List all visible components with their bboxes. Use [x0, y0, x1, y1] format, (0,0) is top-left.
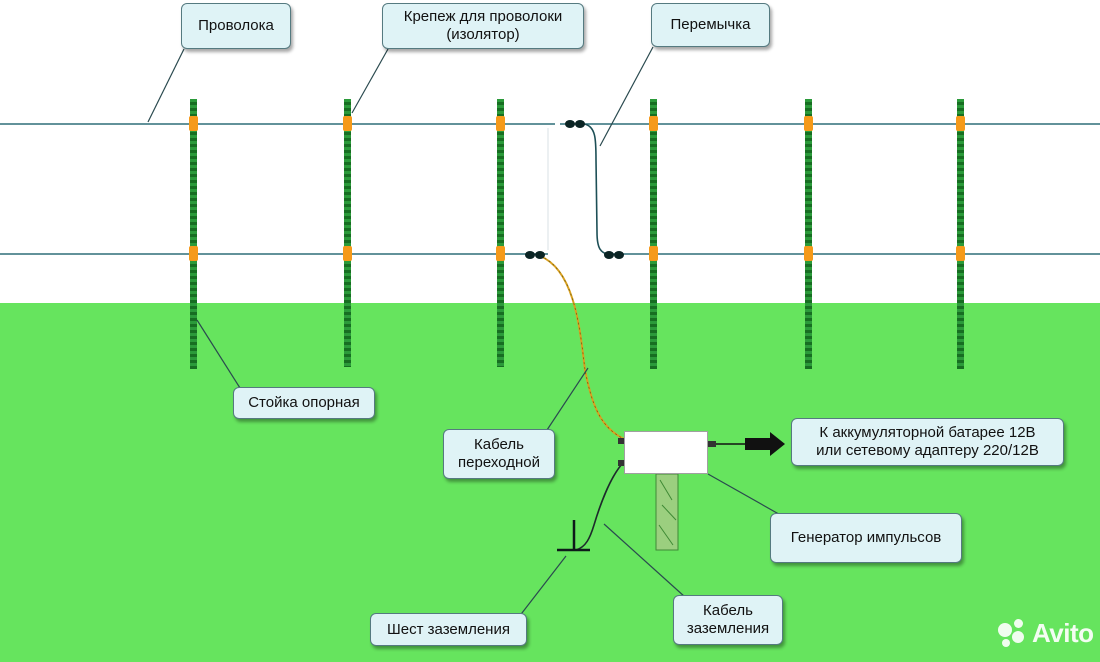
- insulator-icon: [649, 246, 658, 261]
- fence-post-icon: [343, 99, 352, 367]
- insulator-icon: [804, 246, 813, 261]
- leader-lines: [147, 46, 785, 623]
- callout-insulator-line1: Крепеж для проволоки: [403, 8, 563, 25]
- transition-cable-shade: [539, 255, 627, 441]
- insulator-icon: [496, 116, 505, 131]
- avito-logo-icon: [998, 618, 1028, 649]
- callout-pulse-generator-text: Генератор импульсов: [790, 529, 942, 546]
- callout-pulse-generator: Генератор импульсов: [770, 513, 962, 563]
- avito-watermark-text: Avito: [1032, 618, 1094, 648]
- insulator-icon: [343, 246, 352, 261]
- callout-support-post: Стойка опорная: [233, 387, 375, 419]
- callout-transition-cable: Кабель переходной: [443, 429, 555, 479]
- terminal-icon: [618, 460, 626, 466]
- clamp-icon: [604, 251, 624, 259]
- callout-support-post-text: Стойка опорная: [248, 394, 360, 411]
- callout-insulator: Крепеж для проволоки (изолятор): [382, 3, 584, 49]
- callout-battery: К аккумуляторной батарее 12В или сетевом…: [791, 418, 1064, 466]
- callout-wire-text: Проволока: [198, 17, 274, 34]
- callout-ground-cable-line2: заземления: [686, 620, 770, 637]
- callout-battery-line1: К аккумуляторной батарее 12В: [819, 424, 1036, 441]
- callout-jumper: Перемычка: [651, 3, 770, 47]
- jumper-cable: [583, 123, 613, 256]
- callout-wire: Проволока: [181, 3, 291, 49]
- callout-ground-rod: Шест заземления: [370, 613, 527, 646]
- grass-ground: [0, 303, 1100, 662]
- arrow-icon: [745, 432, 785, 456]
- fence-post-icon: [956, 99, 965, 369]
- generator-stake: [655, 473, 679, 551]
- fence-post-icon: [804, 99, 813, 369]
- callout-ground-cable: Кабель заземления: [673, 595, 783, 645]
- clamp-icon: [565, 120, 585, 128]
- callout-ground-rod-text: Шест заземления: [387, 620, 510, 638]
- terminal-icon: [707, 441, 716, 447]
- insulator-icon: [956, 116, 965, 131]
- insulator-icon: [649, 116, 658, 131]
- fence-post-icon: [496, 99, 505, 367]
- transition-cable: [539, 255, 627, 441]
- callout-battery-line2: или сетевому адаптеру 220/12В: [816, 442, 1039, 459]
- callout-insulator-line2: (изолятор): [446, 26, 520, 43]
- callout-transition-cable-line2: переходной: [458, 454, 540, 471]
- insulator-icon: [496, 246, 505, 261]
- ground-rod-icon: [557, 520, 590, 552]
- callout-ground-cable-line1: Кабель: [703, 602, 753, 619]
- insulator-icon: [189, 116, 198, 131]
- insulator-icon: [804, 116, 813, 131]
- insulator-icon: [189, 246, 198, 261]
- insulator-icon: [956, 246, 965, 261]
- ground-cable: [575, 463, 623, 551]
- avito-watermark: Avito: [998, 618, 1094, 649]
- insulator-icon: [343, 116, 352, 131]
- stake-texture: [658, 479, 677, 546]
- pulse-generator-box: [624, 431, 708, 474]
- terminal-icon: [618, 438, 626, 444]
- fence-post-icon: [189, 99, 198, 369]
- callout-transition-cable-line1: Кабель: [474, 436, 524, 453]
- fence-post-icon: [649, 99, 658, 369]
- clamp-icon: [525, 251, 545, 259]
- callout-jumper-text: Перемычка: [670, 16, 751, 33]
